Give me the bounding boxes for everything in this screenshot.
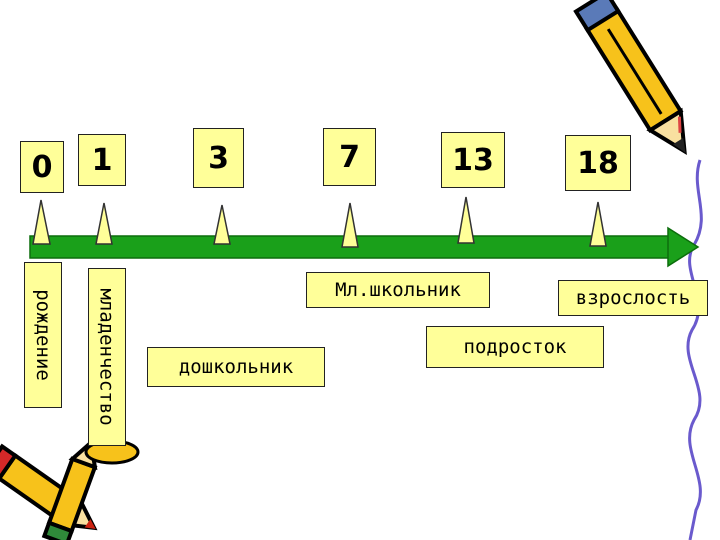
- tick-marker-1: [95, 202, 113, 245]
- pencil-bottom-left-2-icon: [41, 438, 98, 540]
- stage-teenager: подросток: [426, 326, 604, 368]
- edge-line: [686, 159, 703, 540]
- age-label-13: 13: [441, 132, 505, 188]
- age-label-1-text: 1: [91, 142, 113, 178]
- age-label-7-text: 7: [339, 139, 360, 175]
- stage-infancy-text: младенчество: [96, 288, 118, 426]
- age-label-1: 1: [78, 134, 126, 186]
- stage-junior-schooler: Мл.школьник: [306, 272, 490, 308]
- tick-marker-3: [213, 204, 231, 245]
- stage-preschooler-text: дошкольник: [178, 356, 294, 378]
- age-label-13-text: 13: [452, 142, 494, 178]
- tick-marker-13: [457, 196, 475, 244]
- age-label-7: 7: [323, 128, 376, 186]
- stage-junior-schooler-text: Мл.школьник: [335, 279, 461, 301]
- age-label-3-text: 3: [208, 140, 229, 176]
- stage-adulthood-text: взрослость: [575, 287, 691, 309]
- stage-birth-text: рождение: [32, 289, 55, 381]
- stage-adulthood: взрослость: [558, 280, 708, 316]
- age-label-3: 3: [193, 128, 244, 188]
- stage-teenager-text: подросток: [463, 336, 567, 358]
- age-label-0: 0: [20, 141, 64, 193]
- tick-marker-0: [32, 199, 51, 245]
- stage-preschooler: дошкольник: [147, 347, 325, 387]
- tick-marker-18: [589, 201, 607, 247]
- tick-marker-7: [341, 202, 359, 248]
- age-label-0-text: 0: [31, 149, 53, 185]
- stage-birth: рождение: [24, 262, 62, 408]
- age-label-18-text: 18: [577, 145, 619, 181]
- pencil-top-right-icon: [573, 0, 687, 156]
- age-label-18: 18: [565, 135, 631, 191]
- stage-infancy: младенчество: [88, 268, 126, 446]
